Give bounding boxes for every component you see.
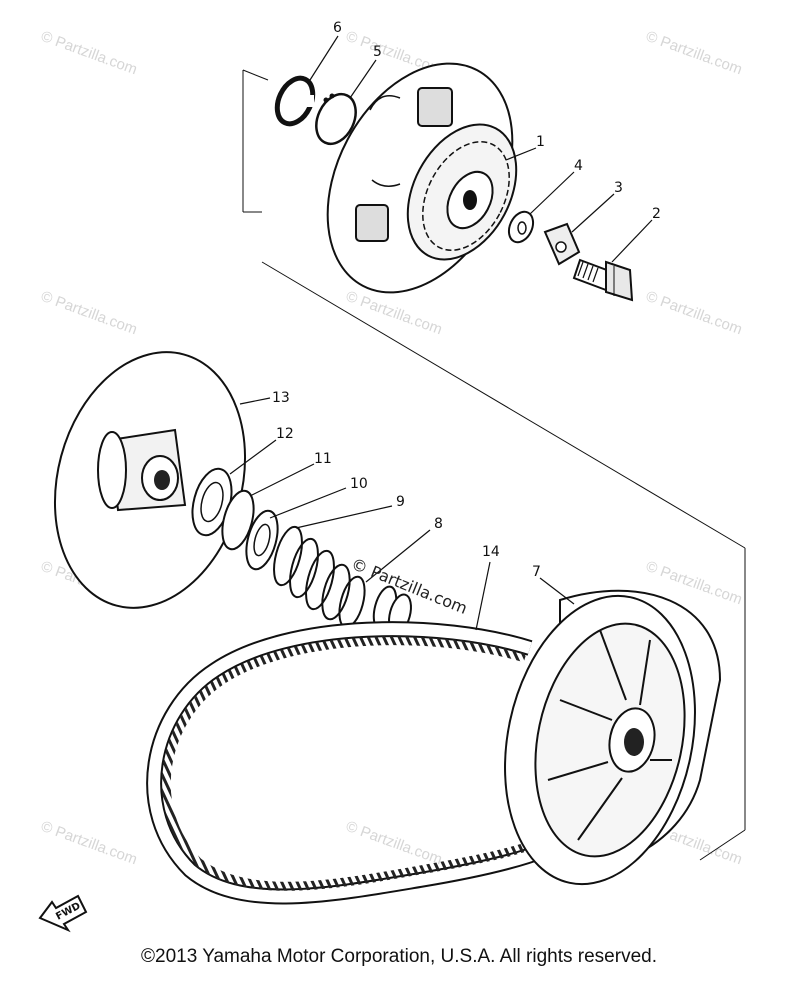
bolt-part-2 [572,258,634,302]
callout-7: 7 [532,564,541,580]
callout-1: 1 [536,134,545,150]
callout-5: 5 [373,44,382,60]
fwd-arrow-icon: FWD [38,894,88,933]
watermark: © Partzilla.com [39,818,140,869]
watermark: © Partzilla.com [39,288,140,339]
snap-ring-part-5 [315,92,357,146]
callout-2: 2 [652,206,661,222]
washer-part-4 [507,210,535,244]
callout-11: 11 [314,451,332,467]
spring-part-9 [273,525,366,629]
group-outline [242,69,746,861]
callout-10: 10 [350,476,368,492]
primary-sheave-part-1 [326,62,518,294]
callout-9: 9 [396,494,405,510]
watermark: © Partzilla.com [644,288,745,339]
callout-8: 8 [434,516,443,532]
seat-part-10 [245,509,279,571]
leader-lines [229,35,653,631]
watermark: © Partzilla.com [344,288,445,339]
callout-3: 3 [614,180,623,196]
driven-pulley-part-7 [504,589,722,886]
secondary-sheave-part-13 [53,351,247,609]
copyright-notice: ©2013 Yamaha Motor Corporation, U.S.A. A… [141,946,657,967]
lock-washer-part-3 [543,222,581,266]
v-belt-part-14 [146,621,548,905]
watermark: © Partzilla.com [344,818,445,869]
watermark: © Partzilla.com [39,28,140,79]
callout-13: 13 [272,390,290,406]
callout-6: 6 [333,20,342,36]
callout-12: 12 [276,426,294,442]
callout-labels: 6 5 1 4 3 2 13 12 11 10 9 8 14 7 [272,20,661,580]
circlip-part-6 [274,75,316,127]
callout-14: 14 [482,544,500,560]
watermark: © Partzilla.com [644,28,745,79]
callout-4: 4 [574,158,583,174]
collar-part-11 [221,489,255,551]
